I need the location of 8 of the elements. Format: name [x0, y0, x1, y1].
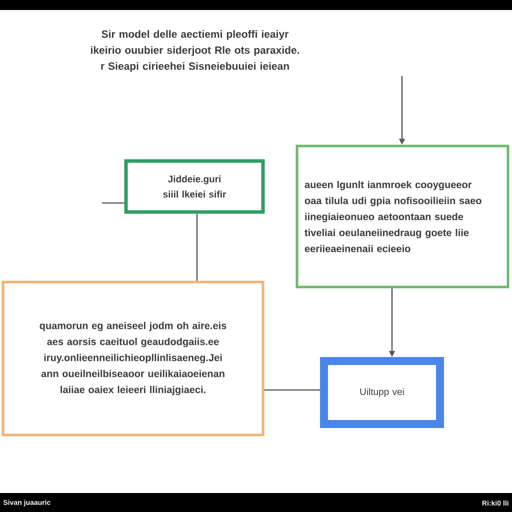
text-box: Jiddeie.guri siiil lkeiei sifir [124, 159, 265, 214]
text-box: aueen lgunlt ianmroek cooygueeor oaa tilula udi gpia nofisooilieiin saeo iinegiaieonueo aetoontaan suede tiveliai oeulaneiinedraug goete liie eeriieaeinenaii ecieeio [296, 144, 510, 288]
connector [196, 214, 198, 281]
connector [264, 389, 320, 391]
text-box: Uiltupp vei [320, 357, 444, 428]
text-box: quamorun eg aneiseel jodm oh aire.eis aes aorsis caeituol geaudodgaiis.ee iruy.onlieenneilichieopllinlisaeneg.Jei ann oueilneilbiseaoor ueilikaiaoeienan laiiae oaiex leieeri lliniajgiaeci. [2, 280, 264, 436]
title: Sir model delle aectiemi pleoffi ieaiyr ikeirio ouubier siderjoot Rle ots paraxide. r Sieapi cirieehei Sisneiebuuiei ieiean [91, 30, 299, 72]
connector [102, 202, 124, 204]
